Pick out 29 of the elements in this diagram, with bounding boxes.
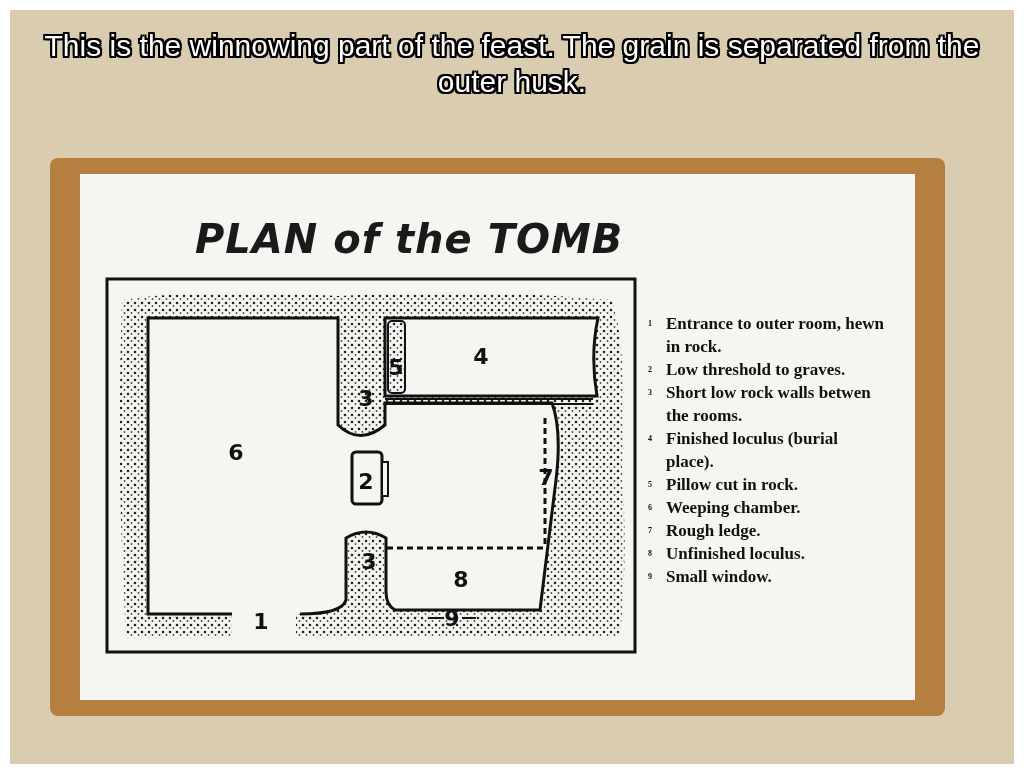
key-number: 2 [648,364,653,374]
plan-number: 5 [388,357,404,379]
key-text: Short low rock walls betwen the rooms. [666,382,872,427]
key-text: Entrance to outer room, hewn in rock. [666,313,885,358]
plan-number: 4 [473,346,489,368]
key-text: Weeping chamber. [666,497,801,519]
key-text: Rough ledge. [666,520,761,542]
plan-number: 3 [358,388,374,410]
key-text: Unfinished loculus. [666,543,805,565]
plan-number: 3 [361,551,377,573]
key-number: 9 [648,571,653,581]
key-text: Low threshold to graves. [666,359,846,381]
plan-number: 9 [444,608,460,630]
key-text: Finished loculus (burial place). [666,428,839,473]
plan-number: 1 [253,611,269,633]
plan-number: 6 [228,442,244,464]
plan-number: 2 [358,471,374,493]
key-number: 3 [648,387,653,397]
key-number: 7 [648,525,653,535]
key-text: Small window. [666,566,772,588]
slide-caption: This is the winnowing part of the feast. The grain is separated from the outer husk. [43,28,981,100]
key-text: Pillow cut in rock. [666,474,798,496]
plan-number: 8 [453,569,469,591]
key-number: 8 [648,548,653,558]
key-number: 1 [648,318,653,328]
sign-title: PLAN of the TOMB [195,216,624,262]
key-number: 6 [648,502,653,512]
key-number: 4 [648,433,653,443]
key-number: 5 [648,479,653,489]
